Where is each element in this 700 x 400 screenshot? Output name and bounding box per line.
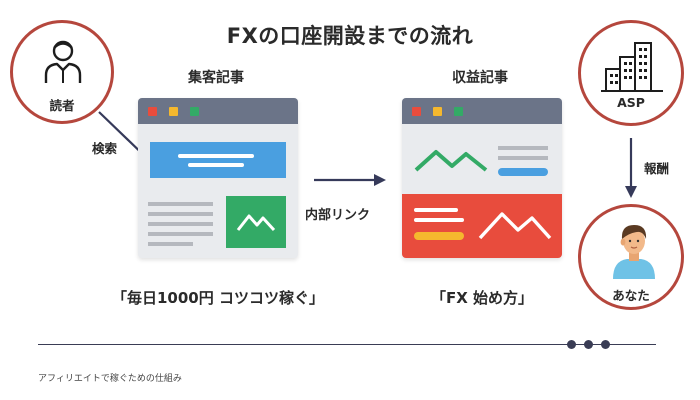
article1-window-bar bbox=[138, 98, 298, 124]
person-icon bbox=[44, 40, 82, 83]
you-label: あなた bbox=[612, 288, 650, 303]
text-line bbox=[148, 202, 213, 206]
reward-label: 報酬 bbox=[644, 161, 670, 176]
article1-quote: 「毎日1000円 コツコツ稼ぐ」 bbox=[112, 289, 324, 307]
avatar-icon bbox=[613, 225, 655, 279]
mountain-icon bbox=[236, 214, 276, 232]
mountain-icon bbox=[414, 150, 488, 172]
mountain-icon bbox=[478, 212, 552, 240]
asp-circle: ASP bbox=[578, 20, 684, 126]
article2-window bbox=[402, 98, 562, 258]
footer-dot bbox=[567, 339, 576, 349]
asp-label: ASP bbox=[617, 95, 645, 110]
window-dot-red bbox=[148, 107, 157, 116]
footer-dot bbox=[601, 339, 610, 349]
footer-caption: アフィリエイトで稼ぐための仕組み bbox=[38, 374, 182, 384]
page-title: FXの口座開設までの流れ bbox=[226, 24, 474, 48]
reader-label: 読者 bbox=[49, 98, 75, 113]
article1-window bbox=[138, 98, 298, 258]
window-dot-green bbox=[190, 107, 199, 116]
article2-cta bbox=[402, 194, 562, 258]
article2-window-bar bbox=[402, 98, 562, 124]
window-dot-green bbox=[454, 107, 463, 116]
text-line bbox=[148, 212, 213, 216]
article2-quote: 「FX 始め方」 bbox=[430, 289, 534, 307]
reward-arrow-icon bbox=[625, 138, 637, 198]
text-line bbox=[148, 222, 213, 226]
window-dot-red bbox=[412, 107, 421, 116]
text-line bbox=[148, 242, 193, 246]
you-circle: あなた bbox=[578, 204, 684, 310]
search-label: 検索 bbox=[92, 141, 118, 156]
text-line bbox=[498, 156, 548, 160]
blue-pill bbox=[498, 168, 548, 176]
window-dot-yellow bbox=[433, 107, 442, 116]
text-line bbox=[498, 146, 548, 150]
buildings-icon bbox=[601, 42, 663, 92]
internal-link-label: 内部リンク bbox=[305, 208, 371, 223]
footer-dot bbox=[584, 339, 593, 349]
article2-heading: 収益記事 bbox=[452, 70, 508, 86]
reader-circle: 読者 bbox=[10, 20, 114, 124]
footer-divider bbox=[38, 344, 656, 346]
article1-banner bbox=[150, 142, 286, 178]
text-line bbox=[148, 232, 213, 236]
window-dot-yellow bbox=[169, 107, 178, 116]
article1-heading: 集客記事 bbox=[188, 70, 244, 86]
internal-link-arrow-icon bbox=[314, 174, 386, 186]
yellow-pill bbox=[414, 232, 464, 240]
article1-image bbox=[226, 196, 286, 248]
